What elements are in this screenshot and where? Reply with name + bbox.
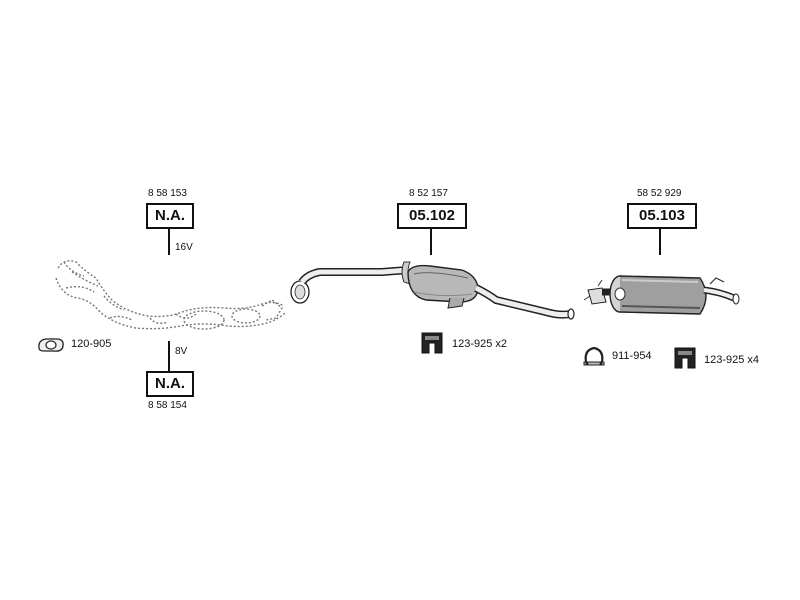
- middle-silencer-drawing: [290, 261, 575, 320]
- rear-silencer-drawing: [583, 275, 740, 315]
- variant-label-8v: 8V: [175, 346, 188, 357]
- accessory-label-clamp: 911-954: [612, 350, 652, 362]
- leader-line-middle-silencer: [430, 229, 432, 255]
- oem-number-manifold-8v: 8 58 154: [148, 400, 187, 411]
- accessory-label-hanger-middle: 123-925 x2: [452, 338, 508, 350]
- leader-line-manifold-8v: [168, 341, 170, 371]
- part-number-box-manifold-8v[interactable]: N.A.: [146, 371, 194, 397]
- gasket-icon: [38, 338, 64, 352]
- part-number-box-05-103[interactable]: 05.103: [627, 203, 697, 229]
- rubber-hanger-icon: [674, 347, 696, 369]
- clamp-icon: [583, 346, 605, 366]
- oem-number-manifold-16v: 8 58 153: [148, 188, 187, 199]
- rubber-hanger-icon: [421, 332, 443, 354]
- accessory-label-gasket: 120-905: [71, 338, 112, 350]
- oem-number-middle-silencer: 8 52 157: [409, 188, 448, 199]
- exhaust-manifold-outline: [55, 260, 287, 330]
- oem-number-rear-silencer: 58 52 929: [637, 188, 682, 199]
- leader-line-rear-silencer: [659, 229, 661, 255]
- part-number-box-manifold-16v[interactable]: N.A.: [146, 203, 194, 229]
- leader-line-manifold-16v: [168, 229, 170, 255]
- part-number-box-05-102[interactable]: 05.102: [397, 203, 467, 229]
- variant-label-16v: 16V: [175, 242, 193, 253]
- accessory-label-hanger-rear: 123-925 x4: [704, 354, 760, 366]
